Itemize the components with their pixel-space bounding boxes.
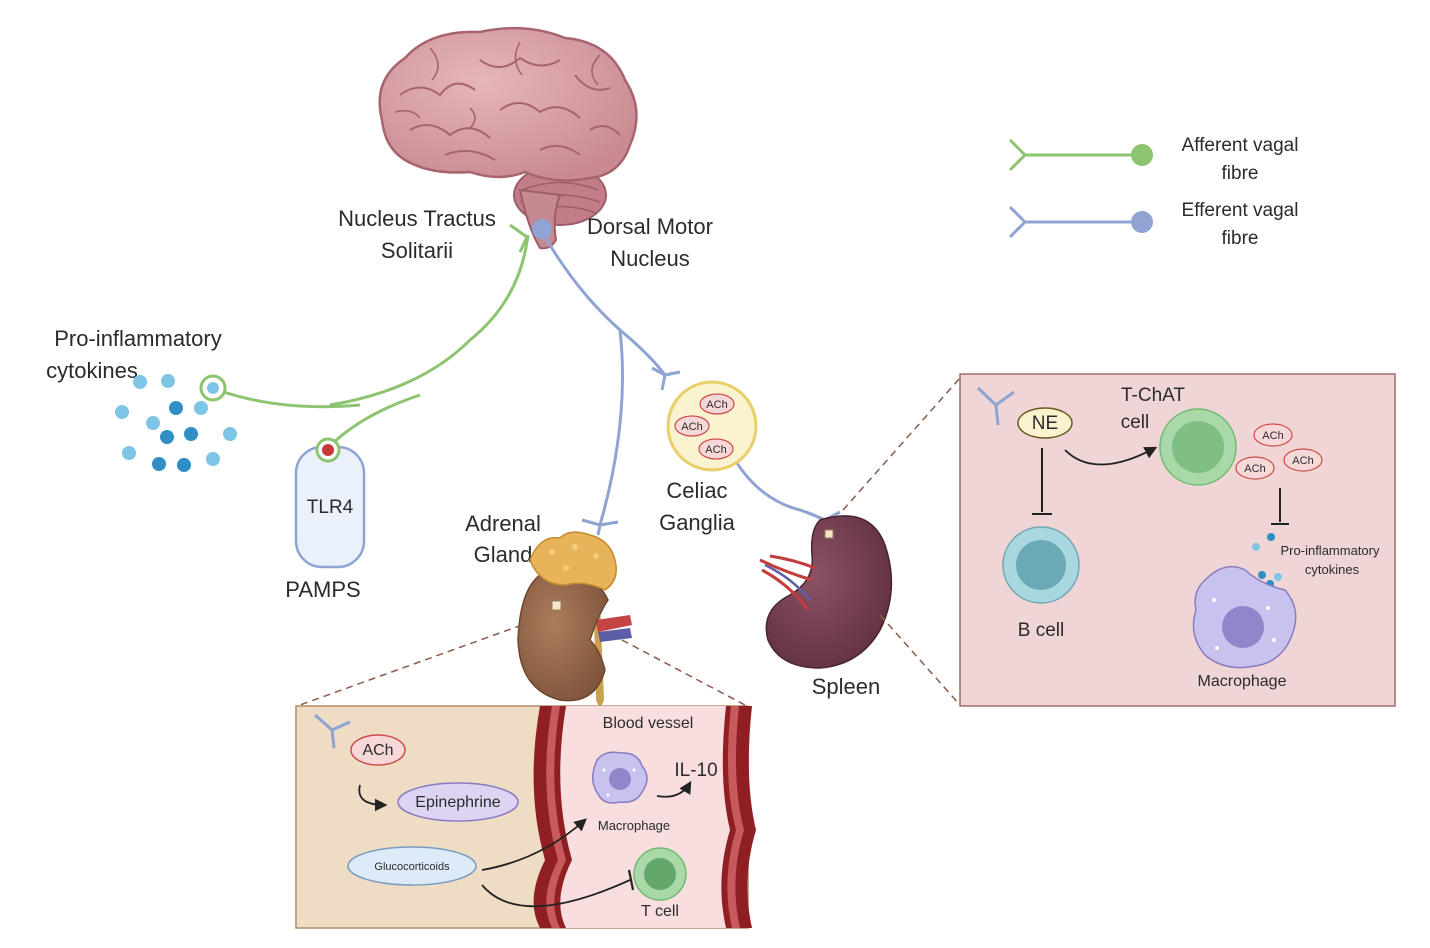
ne-label: NE xyxy=(1032,413,1058,434)
afferent-receptor-cytokine xyxy=(199,374,227,402)
ganglia-ach-2: ACh xyxy=(681,421,702,433)
spleen-ach-2: ACh xyxy=(1292,455,1313,467)
cytokine-dots xyxy=(115,374,237,472)
cytokines-label-1: Pro-inflammatory xyxy=(54,326,221,351)
epinephrine-label: Epinephrine xyxy=(415,794,501,811)
celiac-label-1: Celiac xyxy=(666,478,727,503)
pamps-label: PAMPS xyxy=(285,577,360,602)
spleen-cytokines-label-2: cytokines xyxy=(1305,562,1360,577)
adrenal-macrophage xyxy=(592,751,648,804)
dmn-label-1: Dorsal Motor xyxy=(587,214,713,239)
legend-afferent-label-1: Afferent vagal xyxy=(1182,135,1299,156)
adrenal-tcell xyxy=(633,847,687,901)
dmn-label-2: Nucleus xyxy=(610,246,689,271)
il10-label: IL-10 xyxy=(674,760,717,781)
adrenal-ach-label: ACh xyxy=(362,742,393,759)
dorsal-motor-nucleus-terminal xyxy=(532,219,552,239)
tchat-label-1: T-ChAT xyxy=(1121,385,1185,406)
nts-label-1: Nucleus Tractus xyxy=(338,206,496,231)
ganglia-ach-1: ACh xyxy=(706,399,727,411)
legend-afferent-label-2: fibre xyxy=(1222,163,1259,184)
spleen-cytokines-label-1: Pro-inflammatory xyxy=(1281,543,1380,558)
blood-vessel-label: Blood vessel xyxy=(603,715,694,732)
afferent-fibre xyxy=(217,223,530,450)
adrenal-label-2: Gland xyxy=(474,542,533,567)
cytokines-label-2: cytokines xyxy=(46,358,138,383)
celiac-ganglia: ACh ACh ACh xyxy=(666,380,758,472)
spleen-label: Spleen xyxy=(812,674,881,699)
tlr4-label: TLR4 xyxy=(307,497,354,518)
tlr4-receptor: TLR4 xyxy=(294,437,366,569)
spleen-macrophage-label: Macrophage xyxy=(1198,673,1287,690)
adrenal-tcell-label: T cell xyxy=(641,903,679,920)
celiac-label-2: Ganglia xyxy=(659,510,736,535)
kidney-adrenal xyxy=(517,531,632,706)
legend-efferent-label-2: fibre xyxy=(1222,228,1259,249)
legend-efferent: Efferent vagal fibre xyxy=(1008,200,1299,249)
tchat-cell xyxy=(1159,408,1237,486)
bcell-label: B cell xyxy=(1018,620,1064,641)
spleen-inset-panel: NE T-ChAT cell ACh ACh ACh B cell Pro xyxy=(959,373,1396,707)
adrenal-inset-panel: ACh Epinephrine Glucocorticoids Blood ve… xyxy=(295,705,756,929)
spleen-ach-3: ACh xyxy=(1244,463,1265,475)
spleen-ach-1: ACh xyxy=(1262,430,1283,442)
glucocorticoids-label: Glucocorticoids xyxy=(374,861,450,873)
adrenal-label-1: Adrenal xyxy=(465,511,541,536)
bcell xyxy=(1002,526,1080,604)
legend: Afferent vagal fibre Efferent vagal fibr… xyxy=(1008,135,1299,249)
spleen-organ xyxy=(759,515,893,669)
tchat-label-2: cell xyxy=(1121,412,1150,433)
nts-label-2: Solitarii xyxy=(381,238,453,263)
brain xyxy=(378,26,638,250)
legend-efferent-label-1: Efferent vagal xyxy=(1182,200,1299,221)
ganglia-ach-3: ACh xyxy=(705,444,726,456)
inset-connectors xyxy=(299,377,961,706)
adrenal-macrophage-label: Macrophage xyxy=(598,818,670,833)
legend-afferent: Afferent vagal fibre xyxy=(1008,135,1299,184)
spleen-macrophage xyxy=(1192,565,1297,669)
